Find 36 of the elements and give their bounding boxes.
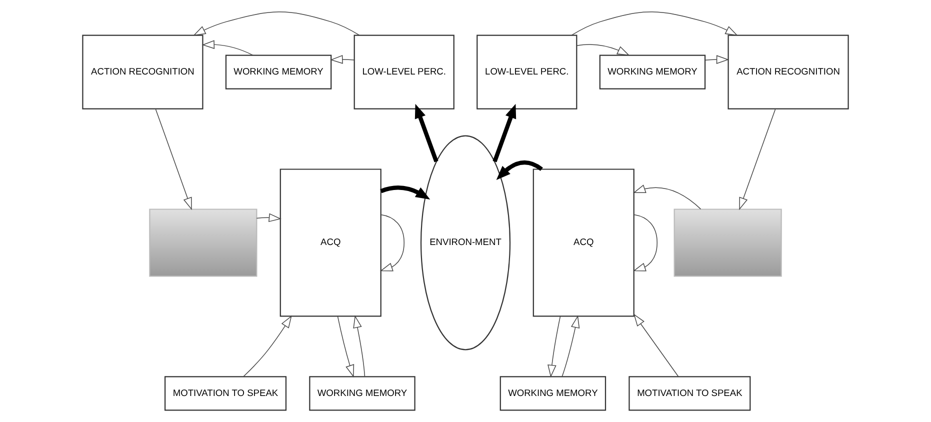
arrow (337, 316, 354, 378)
picture (674, 208, 782, 277)
arrow (330, 55, 355, 64)
arrow (562, 315, 580, 377)
arrow (548, 316, 561, 378)
node-box: WORKING MEMORY (500, 376, 606, 411)
node-box: ACTION RECOGNITION (728, 34, 849, 110)
picture (149, 208, 258, 277)
arrow (414, 104, 438, 162)
arrow (704, 55, 730, 64)
arrow (634, 314, 679, 377)
arrow (576, 44, 630, 56)
node-box: LOW-LEVEL PERC. (476, 34, 578, 110)
arrow (243, 315, 292, 377)
arrow (496, 160, 543, 180)
node-box: LOW-LEVEL PERC. (354, 34, 454, 110)
arrow (380, 186, 430, 200)
arrow (632, 184, 702, 210)
node-box: WORKING MEMORY (309, 376, 416, 411)
node-box: WORKING MEMORY (225, 54, 332, 90)
arrow (633, 214, 658, 272)
node-box: MOTIVATION TO SPEAK (164, 376, 287, 411)
arrow (571, 12, 738, 36)
arrow (256, 213, 282, 222)
arrow (155, 108, 192, 210)
node-box: ACQ (280, 168, 382, 317)
arrow (202, 40, 254, 56)
node-box: MOTIVATION TO SPEAK (628, 376, 751, 411)
arrow (380, 214, 404, 272)
node-box: ACQ (532, 168, 634, 317)
arrow (193, 12, 360, 36)
node-box: WORKING MEMORY (599, 54, 706, 90)
node-box: ACTION RECOGNITION (82, 34, 204, 110)
arrow (739, 108, 776, 210)
arrow (492, 104, 516, 162)
arrow (353, 315, 366, 377)
